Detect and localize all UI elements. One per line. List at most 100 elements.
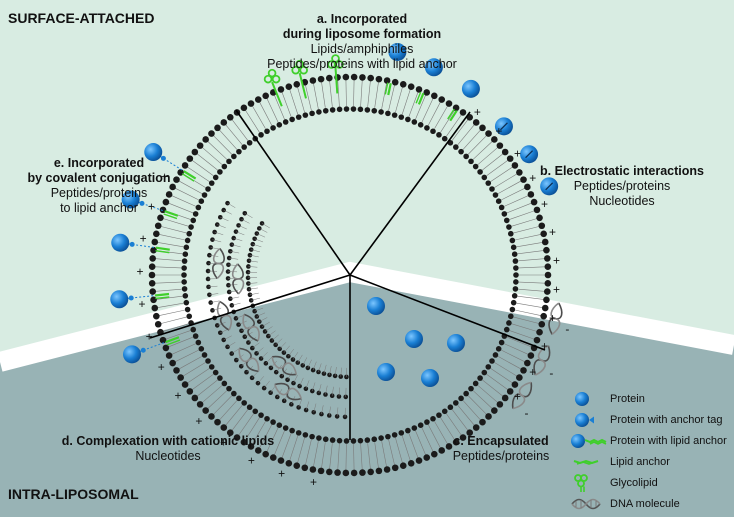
lipid-head (241, 400, 247, 406)
lipid-head (400, 462, 407, 469)
cationic-lipid-head (304, 408, 309, 413)
section-b-label: b. Electrostatic interactions Peptides/p… (516, 164, 728, 209)
lipid-head (458, 396, 464, 402)
glycolipid-icon (568, 473, 610, 493)
lipid-head (512, 381, 519, 388)
lipid-head (199, 346, 205, 352)
lipid-head (412, 425, 418, 431)
legend: Protein Protein with anchor tag Protein … (568, 388, 727, 514)
lipid-head (513, 272, 519, 278)
section-e-line-2: to lipid anchor (24, 201, 174, 216)
lipid-head (344, 106, 350, 112)
legend-item-protein: Protein (568, 388, 727, 409)
lipid-head (545, 272, 552, 279)
lipid-head (197, 401, 204, 408)
cationic-lipid-head (275, 395, 280, 400)
cationic-lipid-head (304, 386, 309, 391)
cationic-lipid-head (230, 303, 235, 308)
lipid-head (408, 83, 415, 90)
lipid-head (392, 432, 398, 438)
lipid-head (485, 130, 492, 137)
lipid-head (326, 75, 333, 82)
lipid-head (489, 186, 495, 192)
lipid-head (499, 205, 505, 211)
lipid-head (430, 128, 436, 134)
lipid-head (453, 400, 459, 406)
lipid-head (214, 125, 221, 132)
legend-item-protein-anchor-tag: Protein with anchor tag (568, 409, 727, 430)
lipid-head (209, 364, 215, 370)
lipid-head (545, 263, 552, 270)
section-e-title-1: e. Incorporated (24, 156, 174, 171)
lipid-head (545, 280, 552, 287)
legend-label-lipid-anchor: Lipid anchor (610, 456, 670, 468)
protein-icon (110, 290, 128, 308)
lipid-head (520, 367, 527, 374)
section-c-line-1: Peptides/proteins (436, 449, 566, 464)
lipid-head (190, 327, 196, 333)
lipid-head (424, 125, 430, 131)
lipid-head (217, 375, 223, 381)
lipid-head (371, 436, 377, 442)
section-e-line-1: Peptides/proteins (24, 186, 174, 201)
protein-icon (447, 334, 465, 352)
lipid-head (367, 75, 374, 82)
lipid-head (160, 337, 167, 344)
positive-charge: + (158, 360, 165, 374)
lipid-head (220, 119, 227, 126)
protein-icon (123, 345, 141, 363)
lipid-head (151, 305, 158, 312)
lipid-head (367, 469, 374, 476)
lipid-head (508, 313, 514, 319)
cationic-lipid-head (322, 371, 327, 376)
lipid-head (222, 381, 228, 387)
lipid-head (226, 386, 232, 392)
lipid-anchor-icon (155, 294, 169, 295)
lipid-head (408, 460, 415, 467)
anchor-tag (129, 295, 134, 300)
lipid-head (496, 346, 502, 352)
lipid-head (481, 370, 487, 376)
lipid-head (405, 117, 411, 123)
positive-charge: + (549, 311, 556, 325)
positive-charge: + (310, 475, 317, 489)
lipid-head (510, 307, 516, 313)
lipid-head (149, 280, 156, 287)
legend-label-protein-anchor-tag: Protein with anchor tag (610, 414, 723, 426)
lipid-head (196, 340, 202, 346)
lipid-head (513, 279, 519, 285)
lipid-head (418, 422, 424, 428)
section-d-label: d. Complexation with cationic lipids Nuc… (28, 434, 308, 464)
lipid-head (277, 122, 283, 128)
lipid-head (323, 436, 329, 442)
lipid-head (344, 438, 350, 444)
positive-charge: + (495, 124, 502, 138)
lipid-head (398, 114, 404, 120)
lipid-head (217, 169, 223, 175)
lipid-head (436, 412, 442, 418)
positive-charge: + (529, 365, 536, 379)
positive-charge: + (514, 390, 521, 404)
lipid-head (448, 404, 454, 410)
lipid-head (496, 198, 502, 204)
lipid-head (392, 79, 399, 86)
lipid-head (277, 422, 283, 428)
section-a-line-1: Lipids/amphiphiles (232, 42, 492, 57)
lipid-head (431, 93, 438, 100)
lipid-head (423, 89, 430, 96)
protein-anchor-tag-icon (568, 410, 610, 430)
lipid-head (153, 313, 160, 320)
lipid-head (543, 297, 550, 304)
section-a-label: a. Incorporated during liposome formatio… (232, 12, 492, 72)
lipid-head (293, 81, 300, 88)
lipid-head (489, 358, 495, 364)
lipid-head (468, 386, 474, 392)
lipid-head (187, 155, 194, 162)
lipid-head (318, 76, 325, 83)
section-c-label: c. Encapsulated Peptides/proteins (436, 434, 566, 464)
lipid-head (188, 224, 194, 230)
lipid-head (516, 374, 523, 381)
cationic-lipid-head (296, 405, 301, 410)
lipid-head (169, 360, 176, 367)
